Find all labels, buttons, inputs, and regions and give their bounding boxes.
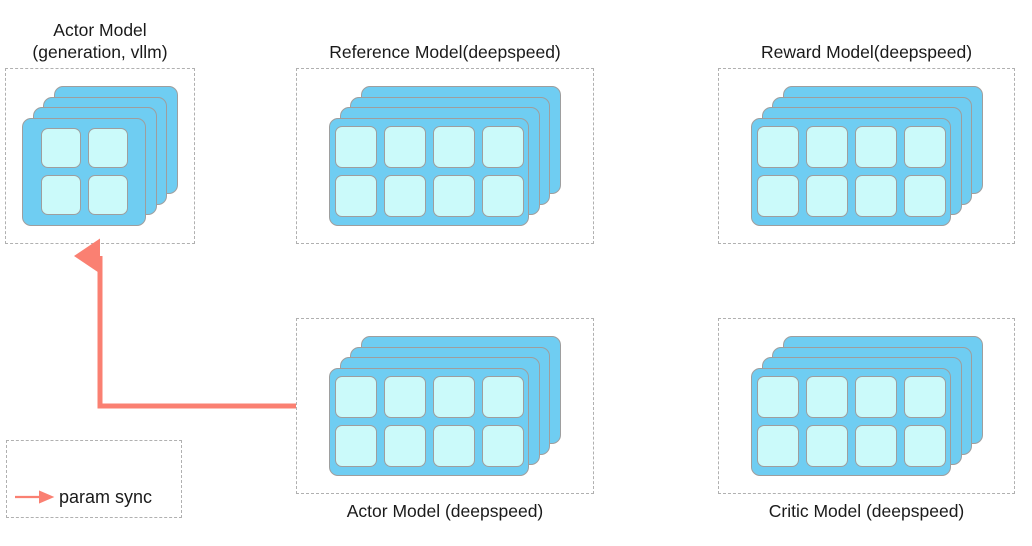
card-cell bbox=[805, 425, 848, 467]
card-stack-actor-deepspeed[interactable] bbox=[329, 336, 561, 476]
card-cell bbox=[383, 376, 426, 418]
card-cell bbox=[756, 126, 799, 168]
card-front-reference bbox=[329, 117, 529, 226]
card-cell bbox=[40, 175, 81, 215]
group-caption-actor-deepspeed: Actor Model (deepspeed) bbox=[346, 501, 544, 521]
card-cell bbox=[334, 126, 377, 168]
dashed-container-reward bbox=[718, 68, 1015, 244]
card-cell bbox=[756, 376, 799, 418]
model-group-actor-deepspeed[interactable]: Actor Model (deepspeed) bbox=[296, 318, 594, 521]
card-stack-reward[interactable] bbox=[751, 86, 983, 226]
dashed-container-critic bbox=[718, 318, 1015, 494]
card-front-reward bbox=[751, 117, 951, 226]
card-cell bbox=[383, 425, 426, 467]
model-group-reference[interactable]: Reference Model(deepspeed) bbox=[296, 42, 594, 244]
card-cell bbox=[805, 376, 848, 418]
card-cell bbox=[334, 175, 377, 217]
card-cell bbox=[334, 376, 377, 418]
legend-arrow-icon bbox=[15, 490, 55, 504]
param-sync-arrow bbox=[74, 238, 296, 409]
card-stack-critic[interactable] bbox=[751, 336, 983, 476]
group-caption-reward: Reward Model(deepspeed) bbox=[760, 42, 973, 62]
group-caption-critic: Critic Model (deepspeed) bbox=[768, 501, 965, 521]
card-cell bbox=[903, 425, 946, 467]
legend-label: param sync bbox=[59, 487, 153, 507]
card-cell bbox=[903, 126, 946, 168]
dashed-container-reference bbox=[296, 68, 594, 244]
card-stack-actor-vllm[interactable] bbox=[22, 86, 178, 226]
card-cell bbox=[383, 175, 426, 217]
card-cell bbox=[481, 175, 524, 217]
card-cell bbox=[481, 126, 524, 168]
card-cell bbox=[432, 425, 475, 467]
card-cell bbox=[854, 425, 897, 467]
legend-box: param sync bbox=[6, 440, 182, 518]
card-cell bbox=[481, 425, 524, 467]
model-group-critic[interactable]: Critic Model (deepspeed) bbox=[718, 318, 1015, 521]
model-group-reward[interactable]: Reward Model(deepspeed) bbox=[718, 42, 1015, 244]
model-group-actor-vllm[interactable]: Actor Model (generation, vllm) bbox=[5, 20, 195, 244]
card-front-actor-vllm bbox=[22, 117, 146, 226]
card-cell bbox=[854, 175, 897, 217]
card-front-actor-deepspeed bbox=[329, 367, 529, 476]
card-cell bbox=[756, 175, 799, 217]
card-cell bbox=[40, 128, 81, 168]
group-caption-reference: Reference Model(deepspeed) bbox=[329, 42, 561, 62]
card-cell bbox=[481, 376, 524, 418]
card-cell bbox=[87, 175, 128, 215]
card-cell bbox=[432, 126, 475, 168]
card-cell bbox=[383, 126, 426, 168]
card-cell bbox=[903, 175, 946, 217]
card-cell bbox=[854, 126, 897, 168]
card-cell bbox=[854, 376, 897, 418]
card-cell bbox=[432, 376, 475, 418]
card-cell bbox=[756, 425, 799, 467]
card-cell bbox=[432, 175, 475, 217]
card-cell bbox=[334, 425, 377, 467]
card-cell bbox=[87, 128, 128, 168]
card-cell bbox=[805, 175, 848, 217]
dashed-container-actor-deepspeed bbox=[296, 318, 594, 494]
card-stack-reference[interactable] bbox=[329, 86, 561, 226]
card-cell bbox=[805, 126, 848, 168]
card-cell bbox=[903, 376, 946, 418]
group-caption-actor-vllm: Actor Model (generation, vllm) bbox=[32, 20, 168, 62]
card-front-critic bbox=[751, 367, 951, 476]
